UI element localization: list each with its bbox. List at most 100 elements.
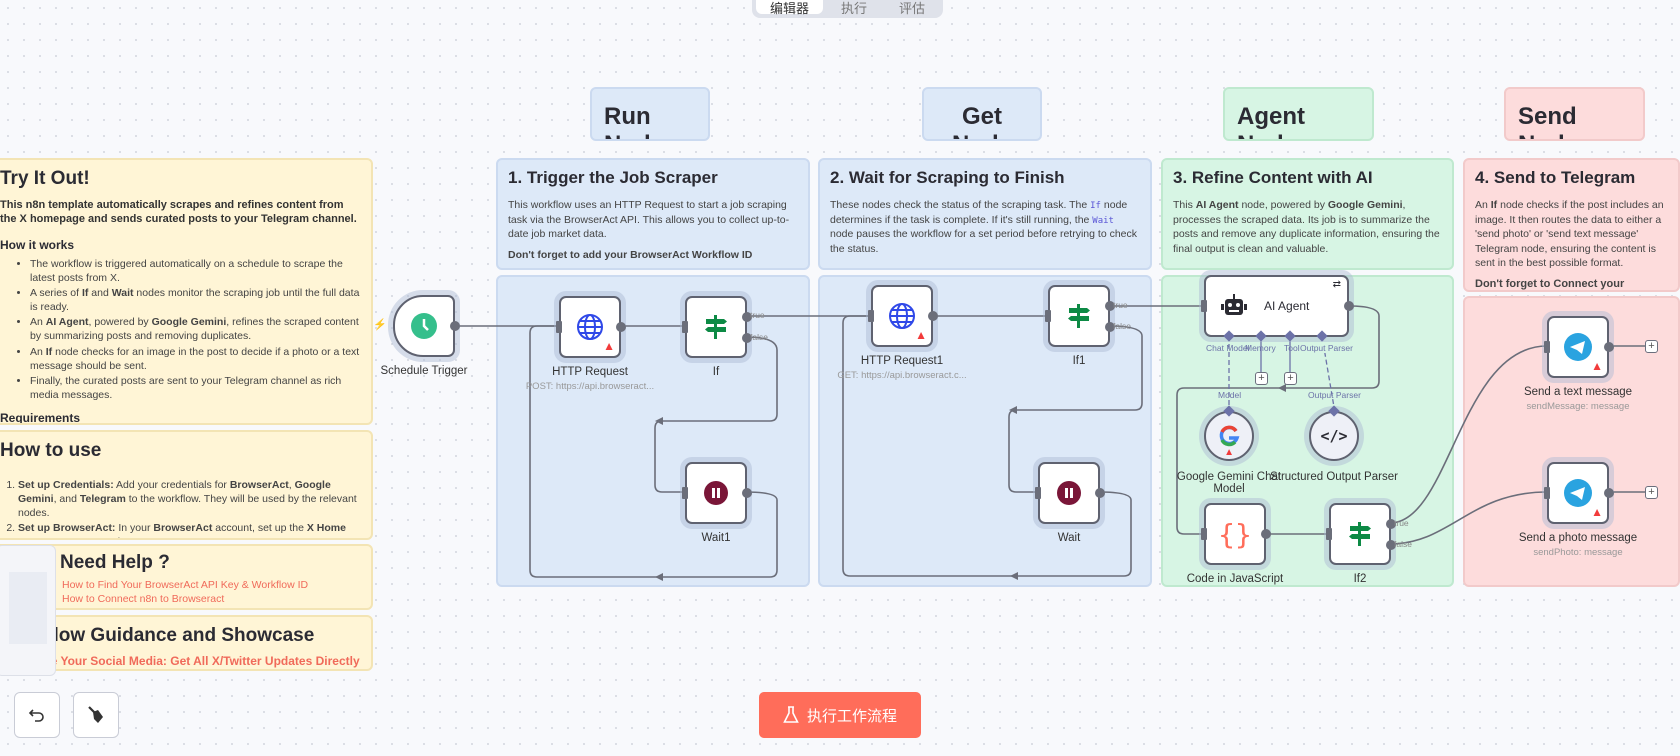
- input-handle[interactable]: [868, 310, 874, 322]
- sticky-title: Run Node: [604, 103, 664, 139]
- tab-editor[interactable]: 编辑器: [756, 0, 824, 16]
- output-handle[interactable]: [1105, 322, 1115, 332]
- note-footer: Don't forget to add your BrowserAct Work…: [508, 248, 753, 261]
- output-handle[interactable]: [1386, 540, 1396, 550]
- node-label: If1: [1072, 355, 1086, 367]
- sticky-get-node[interactable]: Get Node: [922, 87, 1042, 141]
- arrow: [655, 417, 663, 425]
- sticky-send-node[interactable]: Send Node: [1504, 87, 1645, 141]
- signpost-icon: [702, 313, 730, 341]
- node-gemini[interactable]: ▲: [1204, 411, 1254, 461]
- sticky-agent-node[interactable]: Agent Node: [1223, 87, 1374, 141]
- input-handle[interactable]: [1544, 341, 1550, 353]
- input-handle[interactable]: [1201, 300, 1207, 312]
- output-handle[interactable]: [742, 488, 752, 498]
- warning-icon: ▲: [603, 339, 615, 353]
- node-if[interactable]: [685, 296, 747, 358]
- output-handle[interactable]: [1261, 529, 1271, 539]
- node-code[interactable]: {}: [1204, 503, 1266, 565]
- output-handle[interactable]: [1604, 342, 1614, 352]
- output-handle[interactable]: [742, 312, 752, 322]
- port-label-true: true: [1394, 518, 1409, 528]
- signpost-icon: [1065, 302, 1093, 330]
- output-handle[interactable]: [1344, 301, 1354, 311]
- input-handle[interactable]: [556, 321, 562, 333]
- output-handle[interactable]: [1095, 488, 1105, 498]
- node-tgtext[interactable]: ▲: [1547, 316, 1609, 378]
- warning-icon: ▲: [915, 328, 927, 342]
- tab-executions[interactable]: 执行: [841, 1, 868, 16]
- port-label-true: true: [1113, 300, 1128, 310]
- list-item: A series of If and Wait nodes monitor th…: [30, 286, 361, 314]
- undo-button[interactable]: [14, 692, 60, 738]
- node-if2[interactable]: [1329, 503, 1391, 565]
- help-link-connect[interactable]: How to Connect n8n to Browseract: [62, 592, 225, 605]
- node-http[interactable]: ▲: [559, 296, 621, 358]
- add-node-plus-button[interactable]: +: [1645, 340, 1658, 353]
- help-title: Need Help ?: [60, 552, 170, 573]
- minimap-panel[interactable]: [0, 545, 56, 676]
- edge-if2-true-text: [1389, 345, 1548, 524]
- input-handle[interactable]: [1326, 528, 1332, 540]
- add-memory-button[interactable]: +: [1255, 372, 1268, 385]
- node-agent[interactable]: AI Agent⇄: [1204, 275, 1349, 337]
- note-refine[interactable]: 3. Refine Content with AI This AI Agent …: [1161, 158, 1454, 270]
- input-handle[interactable]: [1035, 487, 1041, 499]
- sticky-run-node[interactable]: Run Node: [590, 87, 710, 141]
- note-body: These nodes check the status of the scra…: [830, 199, 1138, 255]
- output-handle[interactable]: [1604, 488, 1614, 498]
- trigger-bolt-icon: ⚡: [373, 319, 387, 331]
- note-how-to-use[interactable]: How to use Set up Credentials: Add your …: [0, 430, 373, 540]
- step-item: Set up Credentials: Add your credentials…: [18, 478, 361, 521]
- node-if1[interactable]: [1048, 285, 1110, 347]
- arrow: [1010, 572, 1018, 580]
- input-handle[interactable]: [1201, 528, 1207, 540]
- output-handle[interactable]: [742, 333, 752, 343]
- node-tgphoto[interactable]: ▲: [1547, 462, 1609, 524]
- globe-icon: [575, 312, 605, 342]
- note-guidance[interactable]: Workflow Guidance and Showcase Automate …: [0, 615, 373, 671]
- port-label-memory: Memory: [1245, 343, 1276, 353]
- input-handle[interactable]: [682, 487, 688, 499]
- tidy-up-button[interactable]: [73, 692, 119, 738]
- output-handle[interactable]: [928, 311, 938, 321]
- tab-evaluations[interactable]: 评估: [899, 1, 926, 16]
- guidance-link[interactable]: Automate Your Social Media: Get All X/Tw…: [2, 653, 360, 668]
- input-handle[interactable]: [1544, 487, 1550, 499]
- node-subtitle: sendMessage: message: [1526, 401, 1630, 412]
- input-handle[interactable]: [1045, 310, 1051, 322]
- note-intro[interactable]: Try It Out! This n8n template automatica…: [0, 158, 373, 425]
- node-label: Wait1: [701, 532, 731, 544]
- output-handle[interactable]: [450, 321, 460, 331]
- node-parser[interactable]: </>: [1309, 411, 1359, 461]
- input-handle[interactable]: [682, 321, 688, 333]
- step-item: Set up BrowserAct: In your BrowserAct ac…: [18, 521, 361, 538]
- requirements-title: Requirements: [0, 411, 81, 425]
- note-telegram[interactable]: 4. Send to Telegram An If node checks if…: [1463, 158, 1680, 292]
- signpost-icon: [1346, 520, 1374, 548]
- output-handle[interactable]: [1386, 519, 1396, 529]
- node-wait1[interactable]: [685, 462, 747, 524]
- note-trigger[interactable]: 1. Trigger the Job Scraper This workflow…: [496, 158, 810, 270]
- output-handle[interactable]: [616, 322, 626, 332]
- add-tool-button[interactable]: +: [1284, 372, 1297, 385]
- output-handle[interactable]: [1105, 301, 1115, 311]
- node-subtitle: GET: https://api.browseract.c...: [837, 370, 967, 381]
- node-schedule[interactable]: [393, 295, 455, 357]
- node-label: Google Gemini Chat Model: [1176, 471, 1282, 495]
- note-help[interactable]: Need Help ? How to Find Your BrowserAct …: [0, 544, 373, 610]
- list-item: Finally, the curated posts are sent to y…: [30, 374, 361, 402]
- help-link-api-key[interactable]: How to Find Your BrowserAct API Key & Wo…: [62, 578, 309, 591]
- retry-icon: ⇄: [1332, 279, 1341, 290]
- node-wait[interactable]: [1038, 462, 1100, 524]
- node-http1[interactable]: ▲: [871, 285, 933, 347]
- node-label: If: [712, 366, 720, 378]
- execute-workflow-button[interactable]: 执行工作流程: [759, 692, 921, 738]
- sticky-title: Agent Node: [1237, 103, 1305, 139]
- port-label-tool: Tool: [1284, 343, 1300, 353]
- sticky-title: Get Node: [952, 103, 1012, 139]
- minimap-preview: [9, 572, 47, 644]
- note-wait[interactable]: 2. Wait for Scraping to Finish These nod…: [818, 158, 1152, 270]
- view-tabs: 编辑器 执行 评估: [752, 0, 944, 18]
- add-node-plus-button[interactable]: +: [1645, 486, 1658, 499]
